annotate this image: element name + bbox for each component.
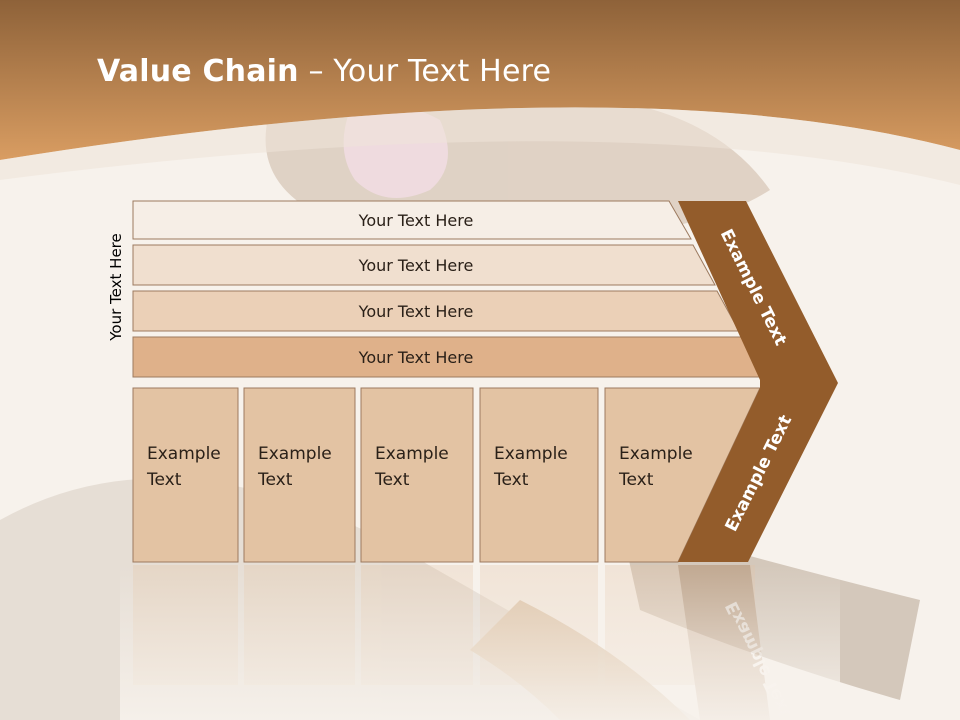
slide-title-rest: – Your Text Here: [298, 54, 552, 89]
primary-column-2: [243, 387, 356, 563]
slide-title-bold: Value Chain: [97, 54, 299, 89]
slide-title: Value Chain – Your Text Here: [97, 54, 551, 89]
support-row-1: [132, 200, 692, 240]
primary-column-label-line2: Text: [374, 470, 410, 490]
reflection-fade: [120, 565, 840, 720]
primary-column-label-line1: Example: [375, 444, 449, 464]
primary-column-label-line1: Example: [258, 444, 332, 464]
primary-column-label-line2: Text: [493, 470, 529, 490]
support-row-label: Your Text Here: [358, 211, 474, 230]
primary-column-label-line1: Example: [494, 444, 568, 464]
primary-column-label-line2: Text: [618, 470, 654, 490]
primary-column-4: [479, 387, 599, 563]
header-band: [0, 0, 960, 160]
primary-column-3: [360, 387, 474, 563]
primary-column-1: [132, 387, 239, 563]
primary-column-label-line2: Text: [146, 470, 182, 490]
support-row-label: Your Text Here: [358, 256, 474, 275]
primary-column-label-line2: Text: [257, 470, 293, 490]
primary-column-label-line1: Example: [619, 444, 693, 464]
margin-chevron: [678, 201, 838, 562]
primary-column-label-line1: Example: [147, 444, 221, 464]
support-row-label: Your Text Here: [358, 348, 474, 367]
support-row-2: [132, 244, 716, 286]
support-row-label: Your Text Here: [358, 302, 474, 321]
